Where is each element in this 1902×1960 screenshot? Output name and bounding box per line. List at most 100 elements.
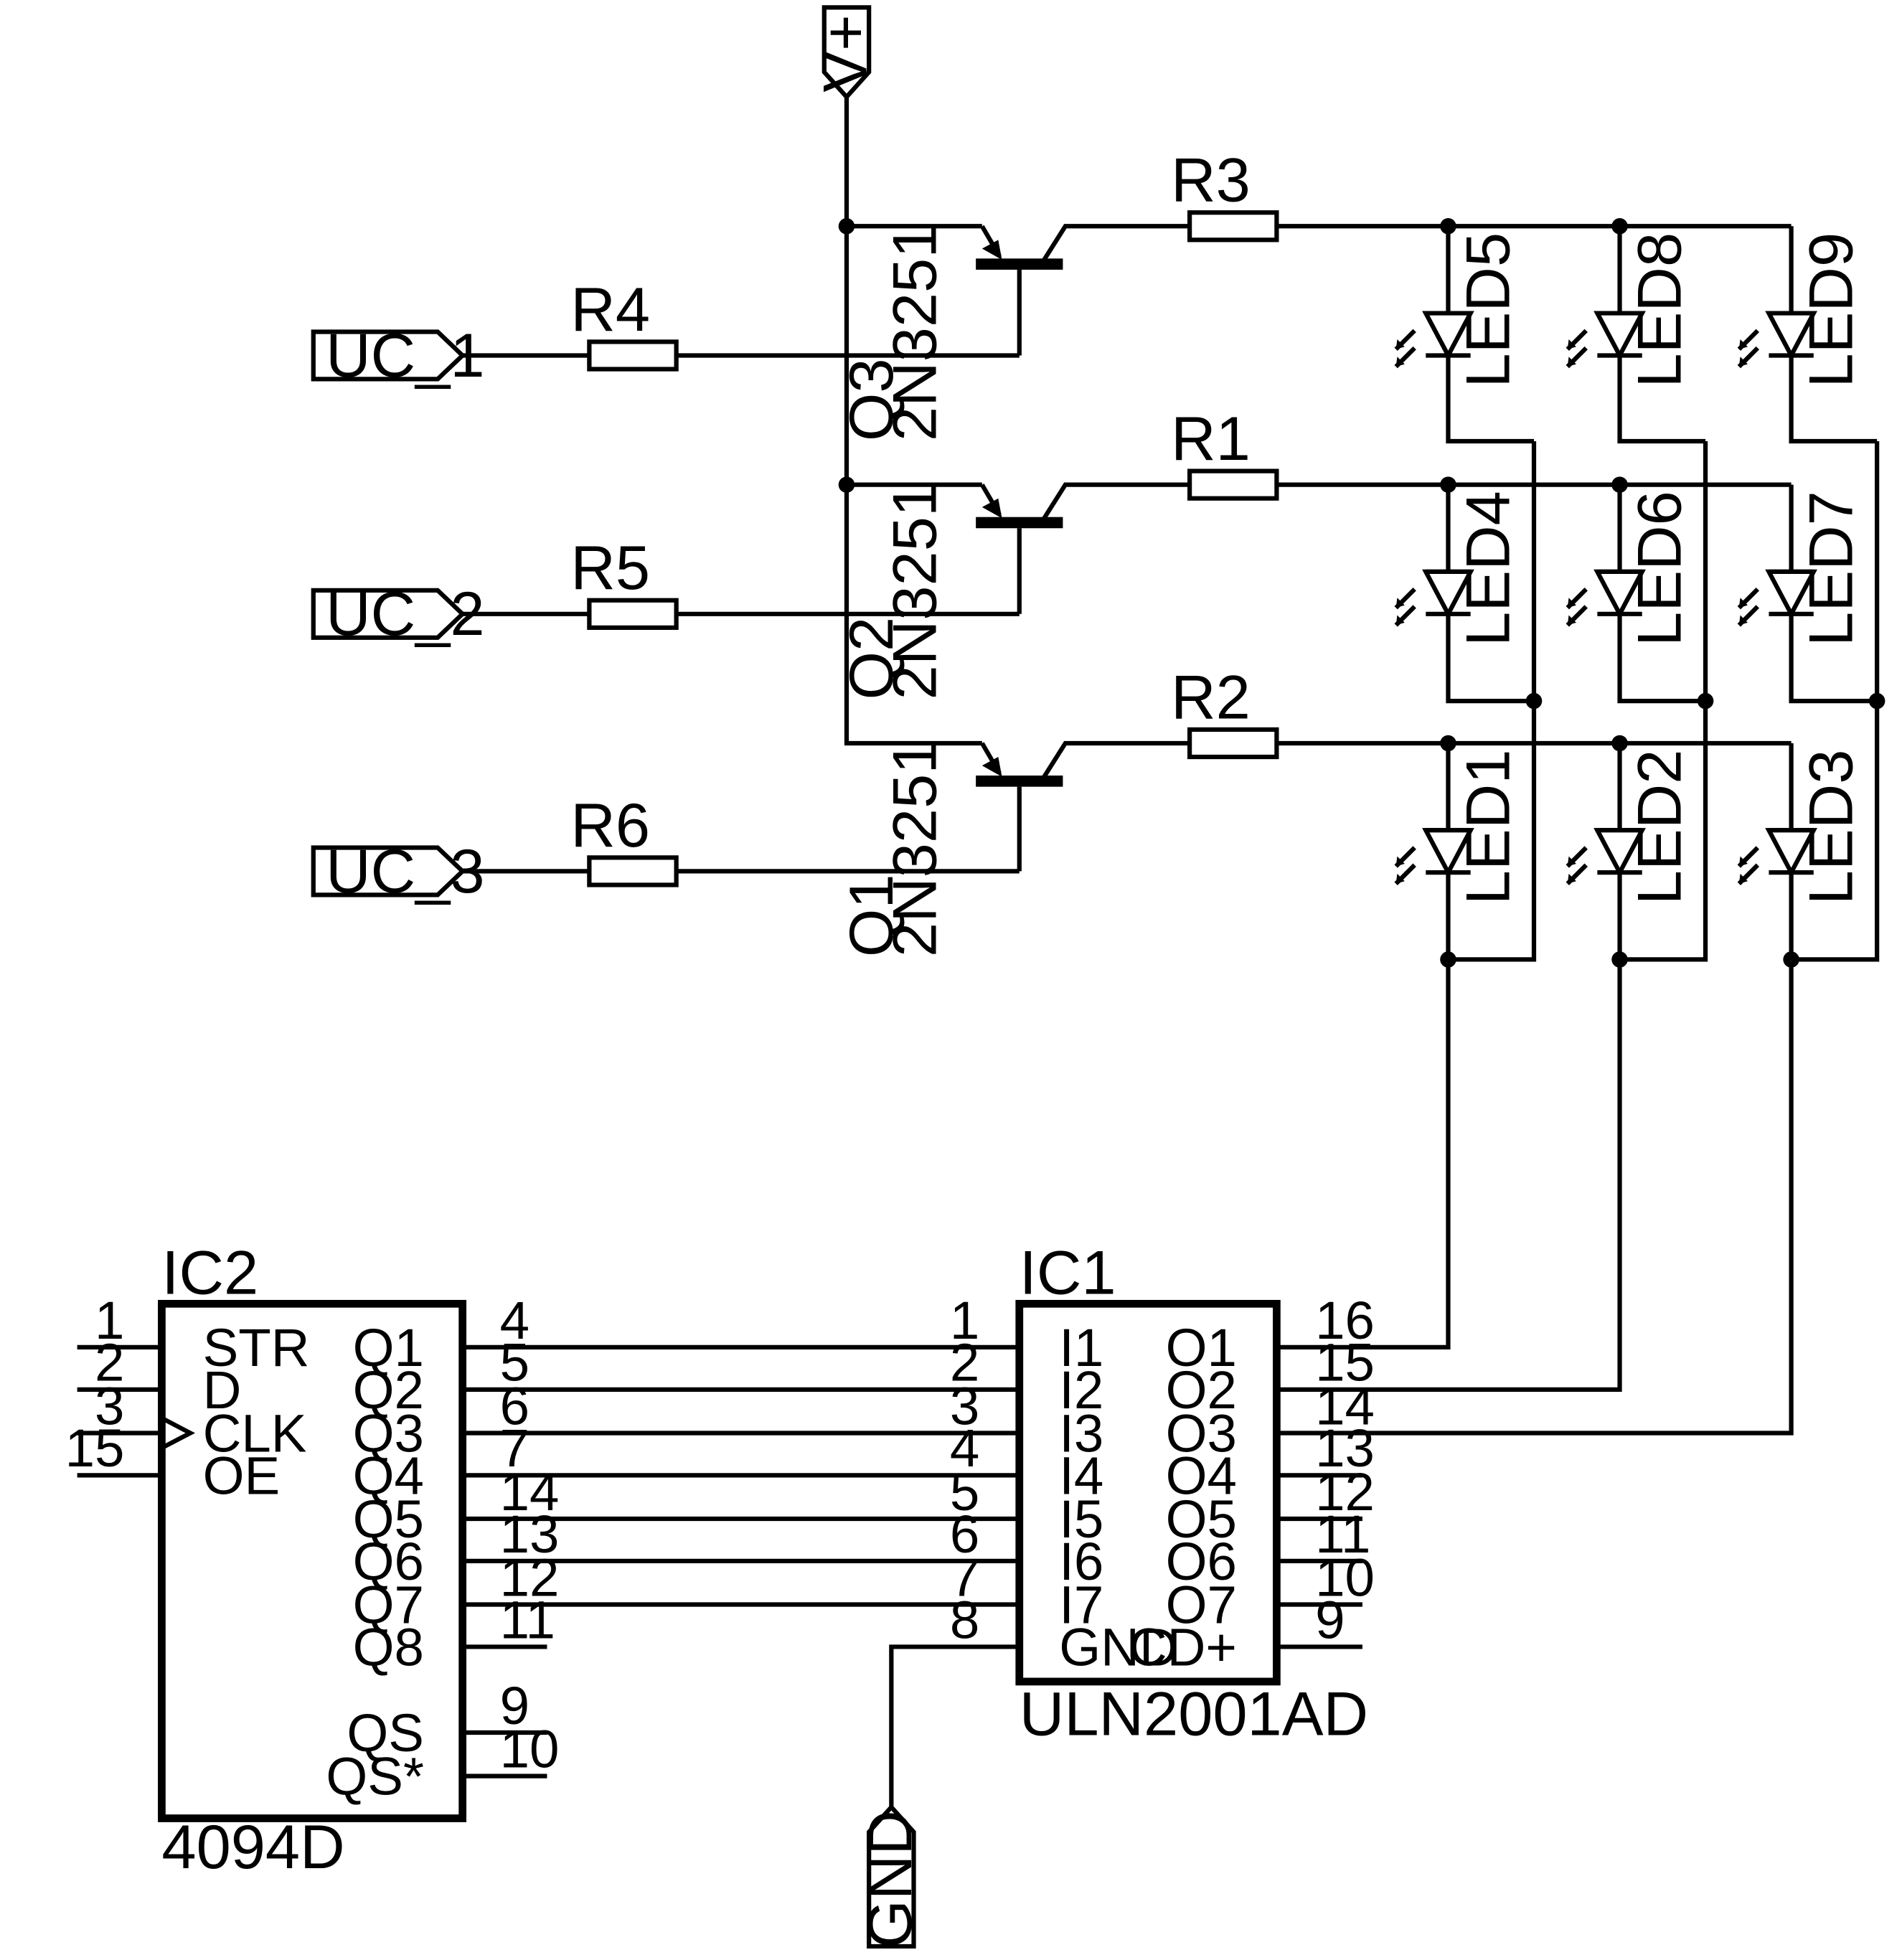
ic2-pin-number: 15 xyxy=(65,1418,125,1478)
led9-label: LED9 xyxy=(1797,232,1865,388)
ic2-pin-name: Q5 xyxy=(353,1489,424,1549)
ic2-pin-name: STR xyxy=(203,1318,310,1377)
junction-dot xyxy=(1611,735,1628,752)
ic1-driver-array: IC1 ULN2001AD I1 I2 I3 I4 I5 I6 I7 GND 1… xyxy=(950,1238,1375,1748)
r2-ref: R2 xyxy=(1171,663,1251,732)
led8-label: LED8 xyxy=(1625,232,1694,388)
led4-label: LED4 xyxy=(1454,491,1522,646)
vplus-port: V+ xyxy=(811,5,880,100)
gnd-label: GND xyxy=(856,1810,925,1948)
uc1-label: UC_1 xyxy=(326,321,484,390)
q3-value: 2N3251 xyxy=(881,224,950,441)
resistor-r2: R2 xyxy=(1171,663,1279,760)
transistor-q3: Q3 2N3251 xyxy=(837,224,1063,441)
junction-dot xyxy=(1783,951,1799,968)
ic1-pin-name: I6 xyxy=(1059,1532,1103,1591)
junction-dot xyxy=(838,476,855,493)
led-8: LED8 xyxy=(1568,232,1694,388)
ic2-pin-name: QS* xyxy=(326,1747,424,1806)
junction-dot xyxy=(1611,951,1628,968)
led-3: LED3 xyxy=(1739,750,1865,905)
ic1-pin-number: 10 xyxy=(1315,1547,1375,1607)
resistor-r5: R5 xyxy=(570,534,679,630)
resistor-r6: R6 xyxy=(570,791,679,887)
led5-label: LED5 xyxy=(1454,232,1522,388)
ic1-ref: IC1 xyxy=(1020,1238,1116,1307)
wires xyxy=(77,97,1880,1807)
ic2-pin-number: 1 xyxy=(95,1291,124,1350)
ic1-pin-number: 7 xyxy=(950,1547,979,1607)
q1-value: 2N3251 xyxy=(881,740,950,957)
resistor-r4: R4 xyxy=(570,275,679,372)
ic2-pin-number: 4 xyxy=(500,1291,529,1350)
ic2-pin-name: Q7 xyxy=(353,1575,424,1635)
ic2-pin-number: 14 xyxy=(500,1462,560,1522)
ic1-pin-name: CD+ xyxy=(1129,1617,1237,1677)
r6-ref: R6 xyxy=(570,791,650,860)
uc2-port: UC_2 xyxy=(311,580,485,649)
led-1: LED1 xyxy=(1396,750,1522,905)
ic1-pin-name: I4 xyxy=(1059,1446,1103,1505)
ic2-pin-name: Q1 xyxy=(353,1318,424,1377)
ic1-pin-number: 16 xyxy=(1315,1291,1375,1350)
ic2-pin-number: 2 xyxy=(95,1333,124,1393)
ic2-pin-name: QS xyxy=(347,1703,424,1763)
led-6: LED6 xyxy=(1568,491,1694,646)
r1-ref: R1 xyxy=(1171,405,1251,473)
ic2-shift-register: IC2 4094D STR D CLK OE 1 2 3 15 Q1 Q2 Q3… xyxy=(65,1238,560,1881)
q3-ref: Q3 xyxy=(837,358,906,441)
ic1-pin-number: 1 xyxy=(950,1291,979,1350)
led7-label: LED7 xyxy=(1797,491,1865,646)
ic1-pin-name: O6 xyxy=(1166,1532,1237,1591)
transistor-q1: Q1 2N3251 xyxy=(837,740,1063,957)
ic1-pin-number: 9 xyxy=(1315,1590,1345,1649)
ic1-pin-name: I5 xyxy=(1059,1489,1103,1549)
ic2-pin-number: 13 xyxy=(500,1504,560,1564)
r3-ref: R3 xyxy=(1171,146,1251,215)
junctions xyxy=(838,218,1885,968)
q2-ref: Q2 xyxy=(837,617,906,700)
ic2-pin-name: Q4 xyxy=(353,1446,424,1505)
junction-dot xyxy=(1697,692,1714,710)
transistor-q2: Q2 2N3251 xyxy=(837,482,1063,699)
ic2-pin-name: Q2 xyxy=(353,1360,424,1420)
led-2: LED2 xyxy=(1568,750,1694,905)
ic1-pin-number: 13 xyxy=(1315,1418,1375,1478)
q2-value: 2N3251 xyxy=(881,482,950,699)
ic2-pin-name: Q6 xyxy=(353,1532,424,1591)
ic2-pin-number: 12 xyxy=(500,1547,560,1607)
ic1-pin-number: 6 xyxy=(950,1504,979,1564)
junction-dot xyxy=(1440,951,1456,968)
uc3-port: UC_3 xyxy=(311,837,485,906)
ic2-pin-name: CLK xyxy=(203,1403,307,1463)
led-4: LED4 xyxy=(1396,491,1522,646)
junction-dot xyxy=(1440,476,1456,493)
ic2-pin-number: 7 xyxy=(500,1418,529,1478)
ic1-pin-name: O4 xyxy=(1166,1446,1237,1505)
junction-dot xyxy=(1868,692,1885,710)
ic2-pin-number: 10 xyxy=(500,1719,560,1778)
ic1-pin-name: O1 xyxy=(1166,1318,1237,1377)
vplus-label: V+ xyxy=(811,14,880,92)
uc3-label: UC_3 xyxy=(326,837,484,906)
ic1-pin-number: 14 xyxy=(1315,1376,1375,1436)
ic2-pin-number: 9 xyxy=(500,1676,529,1735)
junction-dot xyxy=(1525,692,1543,710)
ic1-pin-name: I2 xyxy=(1059,1360,1103,1420)
junction-dot xyxy=(1440,218,1456,235)
ic1-pin-name: O3 xyxy=(1166,1403,1237,1463)
led2-label: LED2 xyxy=(1625,750,1694,905)
resistor-r1: R1 xyxy=(1171,405,1279,501)
led6-label: LED6 xyxy=(1625,491,1694,646)
ic2-pin-name: Q8 xyxy=(353,1617,424,1677)
r4-ref: R4 xyxy=(570,275,650,344)
ic1-pin-number: 8 xyxy=(950,1590,979,1649)
junction-dot xyxy=(1611,218,1628,235)
resistor-r3: R3 xyxy=(1171,146,1279,242)
r5-ref: R5 xyxy=(570,534,650,603)
junction-dot xyxy=(1611,476,1628,493)
ic1-pin-name: I1 xyxy=(1059,1318,1103,1377)
ic1-pin-number: 11 xyxy=(1315,1504,1370,1564)
ic1-value: ULN2001AD xyxy=(1020,1679,1368,1748)
